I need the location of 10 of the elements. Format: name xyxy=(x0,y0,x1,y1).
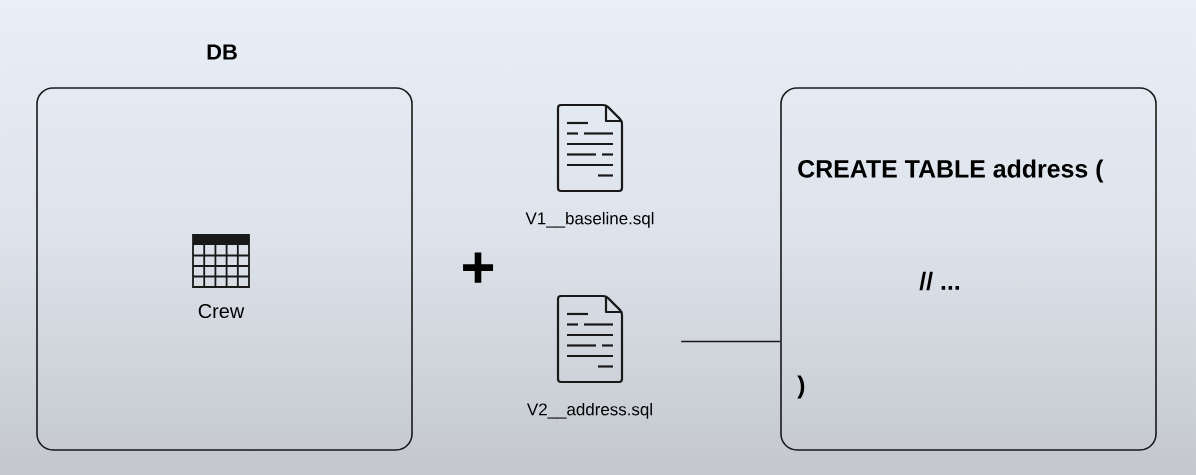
sql-file: V2__address.sql xyxy=(527,294,652,419)
sql-file: V1__baseline.sql xyxy=(525,103,654,228)
table-item: Crew xyxy=(192,234,250,319)
node-label: V1__baseline.sql xyxy=(525,211,654,228)
node-label: DB xyxy=(207,44,237,60)
node-label: Crew xyxy=(198,303,245,319)
code-box: CREATE TABLE address ( // ... ) xyxy=(780,87,1157,451)
plus-sign: + xyxy=(463,252,494,283)
node-label: V2__address.sql xyxy=(527,402,652,419)
connector-line xyxy=(680,340,781,343)
